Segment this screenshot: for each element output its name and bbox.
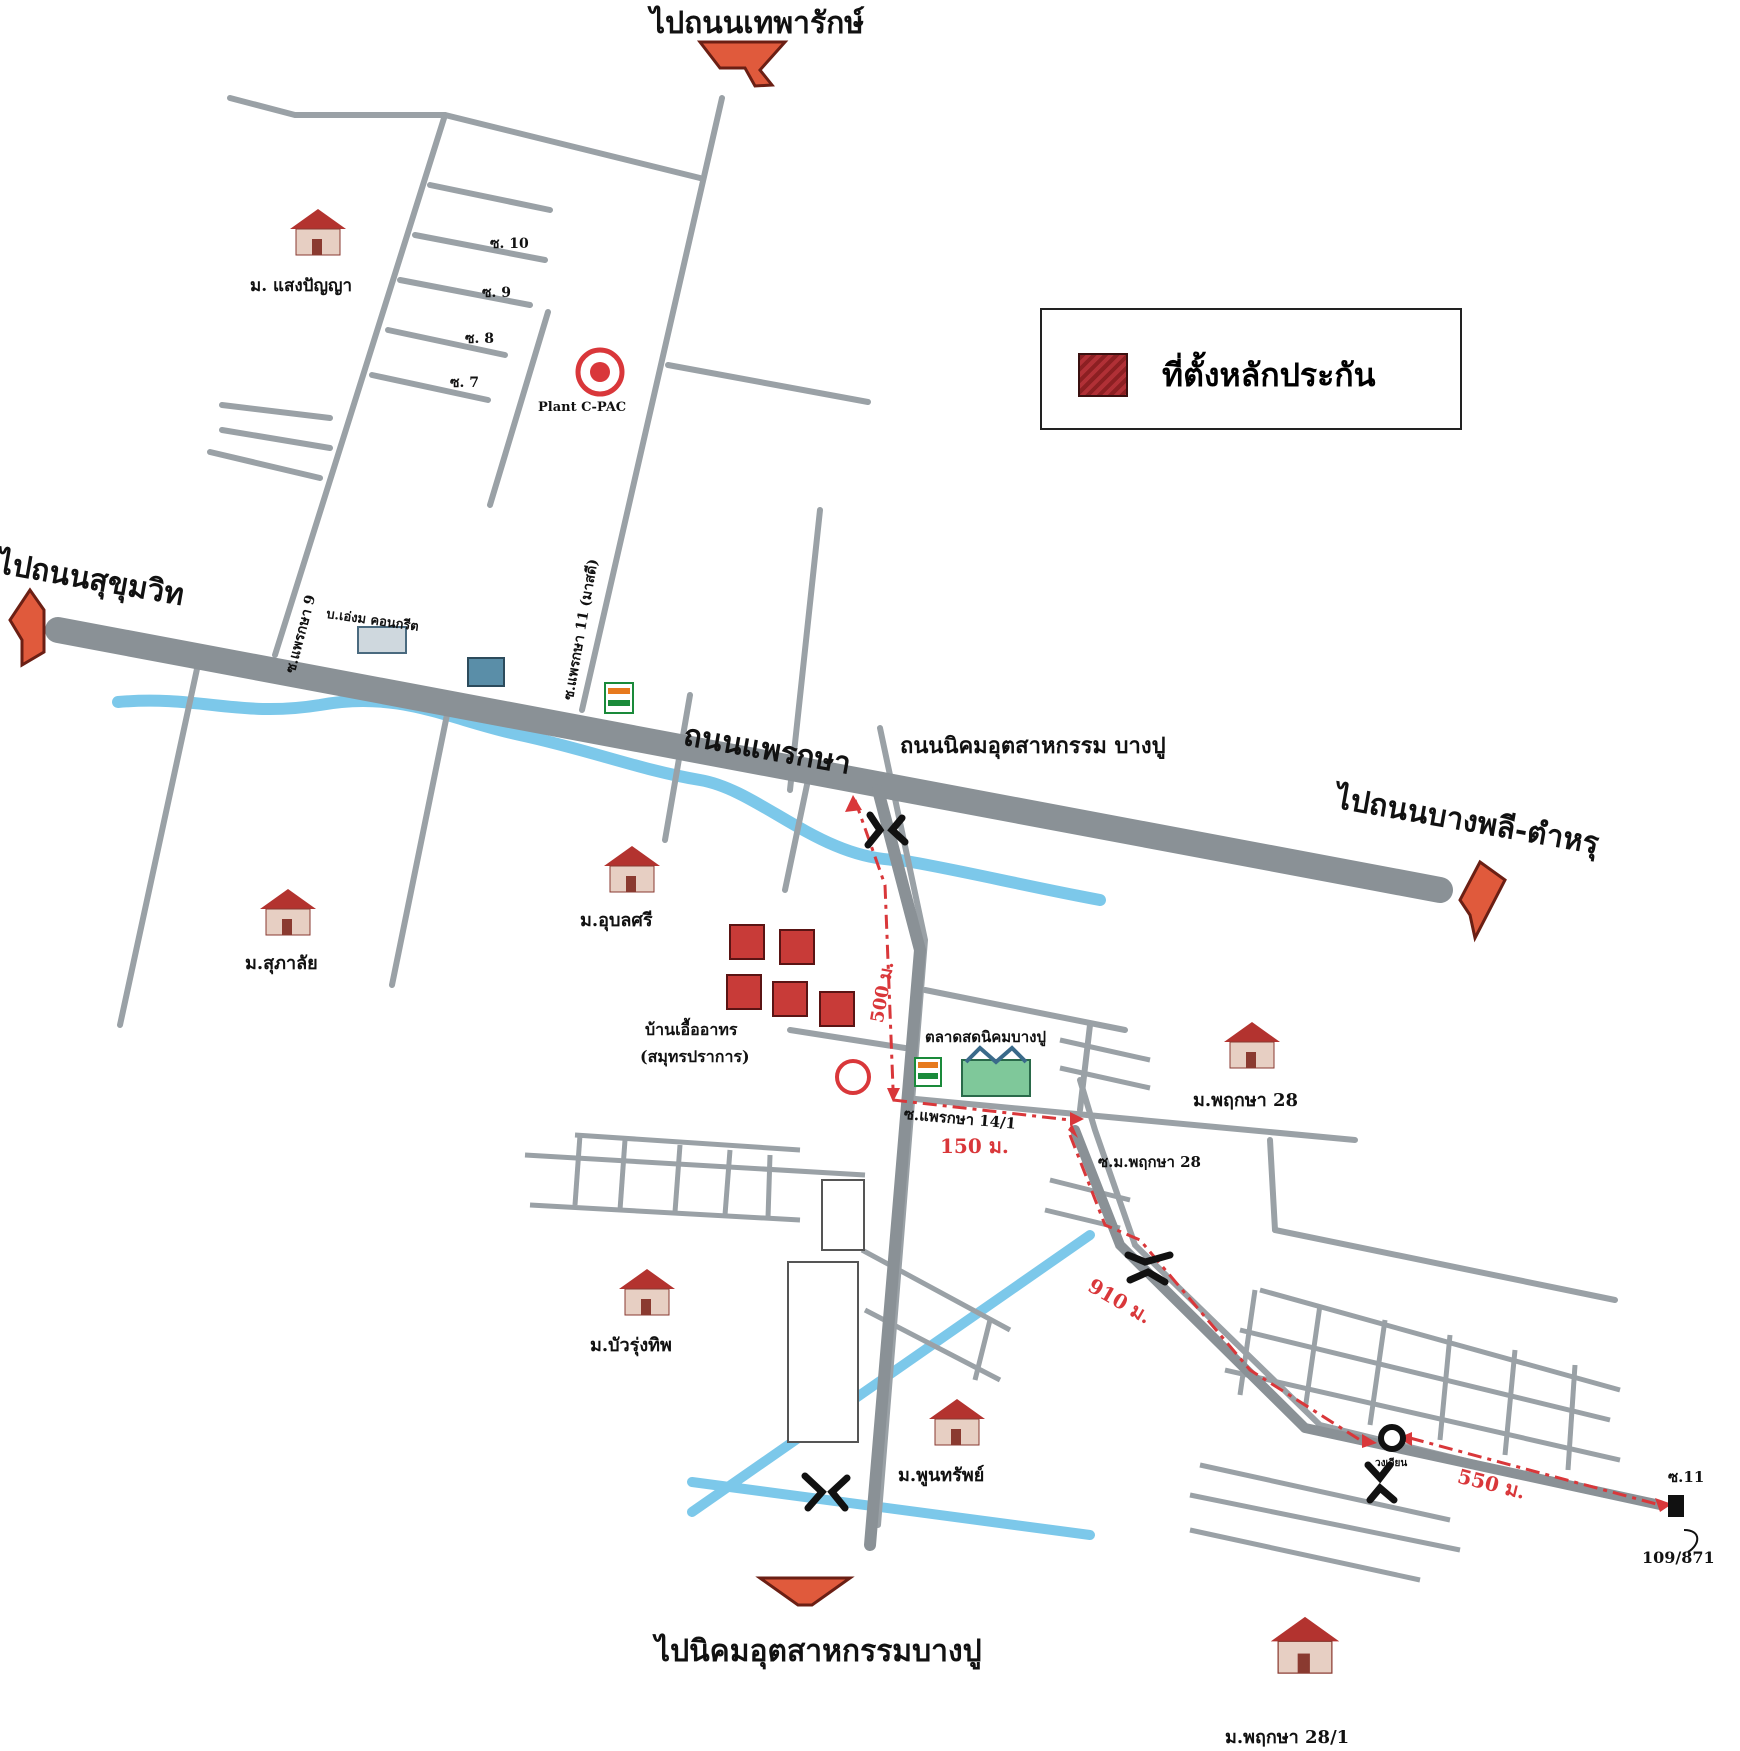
- house-icon: [290, 209, 346, 256]
- house-icon: [1270, 1616, 1340, 1674]
- direction-north: ไปถนนเทพารักษ์: [650, 6, 865, 41]
- bridge-icon: [801, 811, 1398, 1512]
- house-icon: [619, 1269, 675, 1316]
- plant-icon: [575, 347, 625, 397]
- river-north: [112, 694, 1106, 906]
- distance-150: 150 ม.: [940, 1134, 1009, 1158]
- place-plant-cpac: Plant C-PAC: [538, 400, 627, 415]
- legend-swatch: [1078, 353, 1128, 397]
- address-pointer: [1683, 1529, 1699, 1553]
- seven-eleven-icon: [604, 682, 942, 1087]
- place-address: 109/871: [1642, 1548, 1715, 1567]
- factory-icon: [357, 626, 505, 687]
- grid-east: [1044, 1037, 1621, 1583]
- pruksa28-road: [1070, 1125, 1310, 1433]
- collateral-marker: [1668, 1495, 1684, 1517]
- market-icon: [961, 1045, 1031, 1097]
- industrial-road: [864, 784, 927, 1551]
- road-label-soi11: ซ.11: [1668, 1468, 1705, 1486]
- place-poonsap: ม.พูนทรัพย์: [898, 1465, 985, 1486]
- place-uaa-sub: (สมุทรปราการ): [640, 1047, 750, 1066]
- road-label-soi8: ซ. 8: [465, 331, 494, 347]
- place-market: ตลาดสดนิคมบางปู: [925, 1028, 1046, 1046]
- river-south-line: [687, 1477, 1095, 1540]
- route-arrowheads: [845, 795, 1672, 1512]
- main-road: [45, 617, 1453, 903]
- place-ubonsri: ม.อุบลศรี: [580, 910, 653, 931]
- road-label-industrial: ถนนนิคมอุตสาหกรรม บางปู: [900, 733, 1166, 759]
- route-line: [853, 799, 1661, 1507]
- place-saengpanya: ม. แสงปัญญา: [250, 276, 352, 296]
- road-label-soi10: ซ. 10: [490, 236, 529, 252]
- map-legend: ที่ตั้งหลักประกัน: [1040, 308, 1462, 430]
- house-icon: [929, 1399, 985, 1446]
- place-uaa: บ้านเอื้ออาทร: [645, 1020, 738, 1039]
- roundabout-icon: [1378, 1424, 1406, 1452]
- house-icon: [604, 846, 660, 893]
- place-buatrungthip: ม.บัวรุ่งทิพ: [590, 1335, 672, 1356]
- direction-south: ไปนิคมอุตสาหกรรมบางปู: [655, 1634, 982, 1669]
- road-label-soi-pruksa28: ซ.ม.พฤกษา 28: [1098, 1153, 1201, 1171]
- place-circle: วงเวียน: [1375, 1458, 1408, 1469]
- road-label-soi7: ซ. 7: [450, 375, 479, 391]
- place-pruksa28-1: ม.พฤกษา 28/1: [1225, 1727, 1350, 1748]
- place-sukalai: ม.สุภาลัย: [245, 953, 318, 974]
- road-label-soi9: ซ. 9: [482, 285, 511, 301]
- grid-west: [524, 1132, 1012, 1383]
- legend-label: ที่ตั้งหลักประกัน: [1162, 356, 1376, 394]
- housing-blocks: [787, 1179, 865, 1443]
- bank-icon: [835, 1059, 871, 1095]
- house-icon: [260, 889, 316, 936]
- place-pruksa28: ม.พฤกษา 28: [1193, 1090, 1299, 1111]
- house-icon: [1224, 1022, 1280, 1069]
- apartment-icon: [726, 924, 855, 1027]
- arrow-icon: [8, 40, 1507, 1607]
